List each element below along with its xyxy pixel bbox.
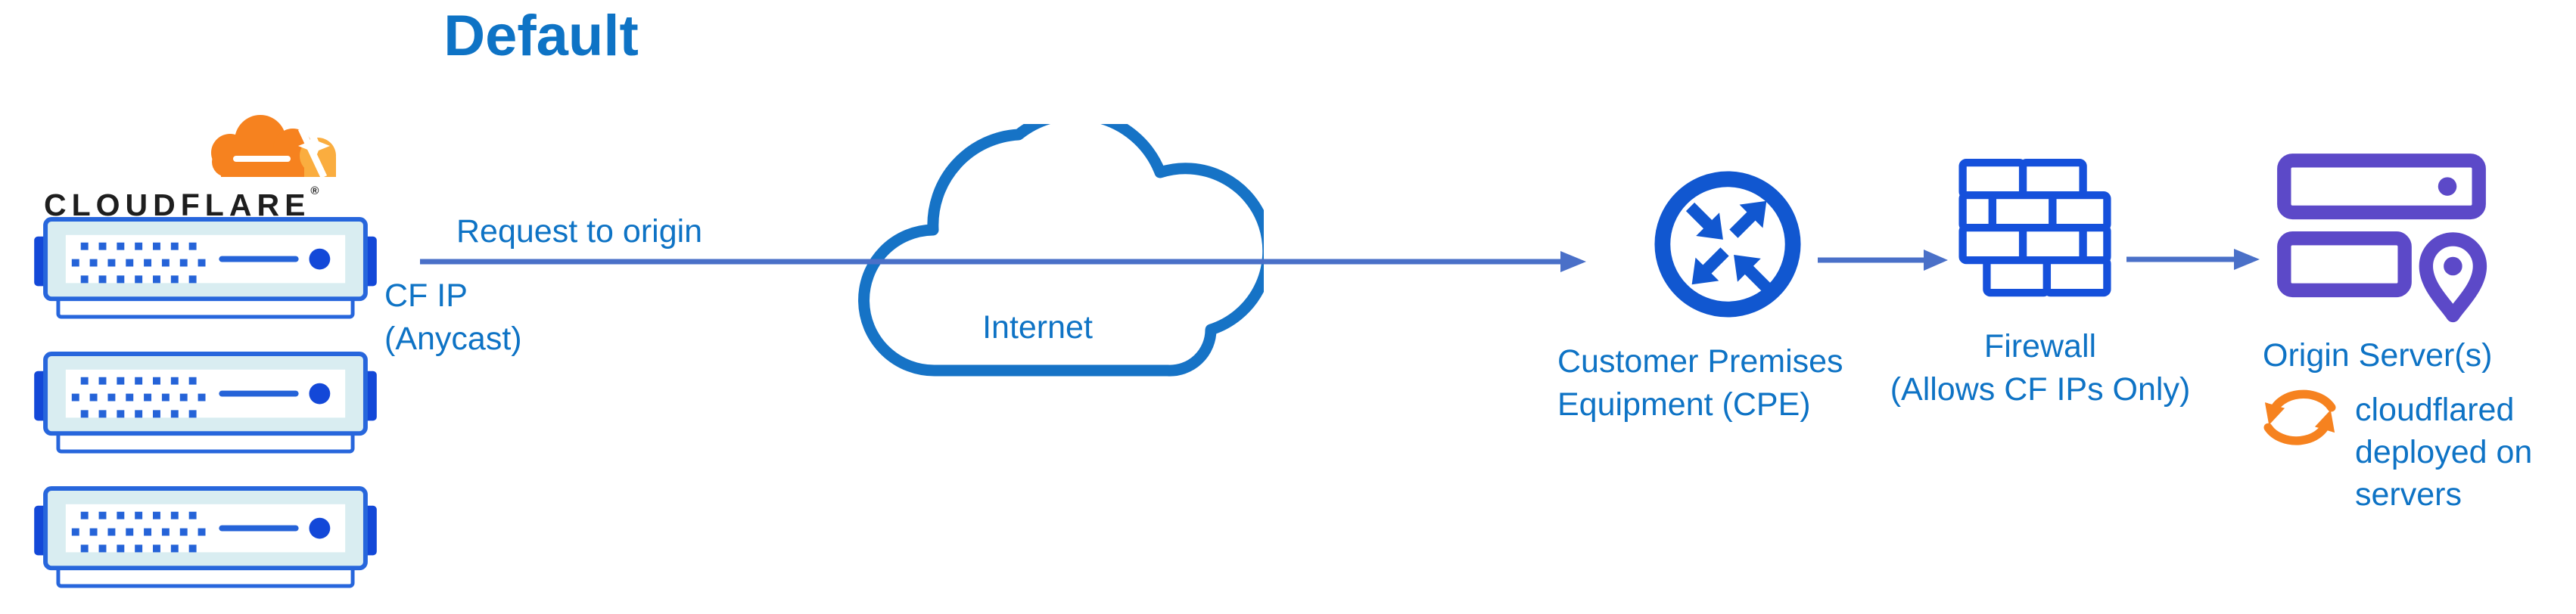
cloudflared-note-line2: deployed on bbox=[2355, 434, 2533, 470]
request-to-origin-label: Request to origin bbox=[456, 213, 703, 250]
cloudflared-note: cloudflared deployed on servers bbox=[2355, 389, 2532, 516]
cf-ip-line2: (Anycast) bbox=[384, 321, 522, 357]
right-arrow-icon bbox=[2126, 249, 2260, 270]
page-title: Default bbox=[443, 4, 639, 68]
cloudflared-note-line1: cloudflared bbox=[2355, 392, 2515, 428]
firewall-label-line1: Firewall bbox=[1983, 328, 2097, 364]
cf-ip-line1: CF IP bbox=[384, 278, 468, 314]
cloudflare-wordmark: CLOUDFLARE® bbox=[44, 185, 319, 223]
cf-ip-anycast-label: CF IP (Anycast) bbox=[384, 274, 522, 361]
cloudflare-logo-icon bbox=[211, 115, 336, 178]
internet-label: Internet bbox=[982, 309, 1093, 346]
cloudflare-wordmark-text: CLOUDFLARE bbox=[44, 188, 311, 222]
firewall-label-line2: (Allows CF IPs Only) bbox=[1890, 371, 2191, 408]
right-arrow-icon bbox=[1818, 250, 1948, 271]
firewall-label: Firewall (Allows CF IPs Only) bbox=[1889, 325, 2192, 411]
server-rack-icon bbox=[33, 352, 378, 454]
cpe-label-line2: Equipment (CPE) bbox=[1557, 386, 1811, 423]
registered-mark: ® bbox=[310, 185, 319, 197]
server-location-pin-icon bbox=[2277, 154, 2487, 323]
cpe-label: Customer Premises Equipment (CPE) bbox=[1557, 340, 1843, 426]
right-arrow-icon bbox=[420, 251, 1586, 272]
server-rack-icon bbox=[33, 217, 378, 319]
cpe-label-line1: Customer Premises bbox=[1557, 343, 1843, 380]
origin-servers-label: Origin Server(s) bbox=[2263, 337, 2493, 374]
router-arrows-icon bbox=[1654, 171, 1801, 318]
server-rack-icon bbox=[33, 486, 378, 588]
cloud-icon bbox=[858, 124, 1264, 377]
brick-wall-icon bbox=[1958, 158, 2111, 297]
sync-arrows-icon bbox=[2263, 389, 2336, 445]
cloudflared-note-line3: servers bbox=[2355, 476, 2462, 513]
